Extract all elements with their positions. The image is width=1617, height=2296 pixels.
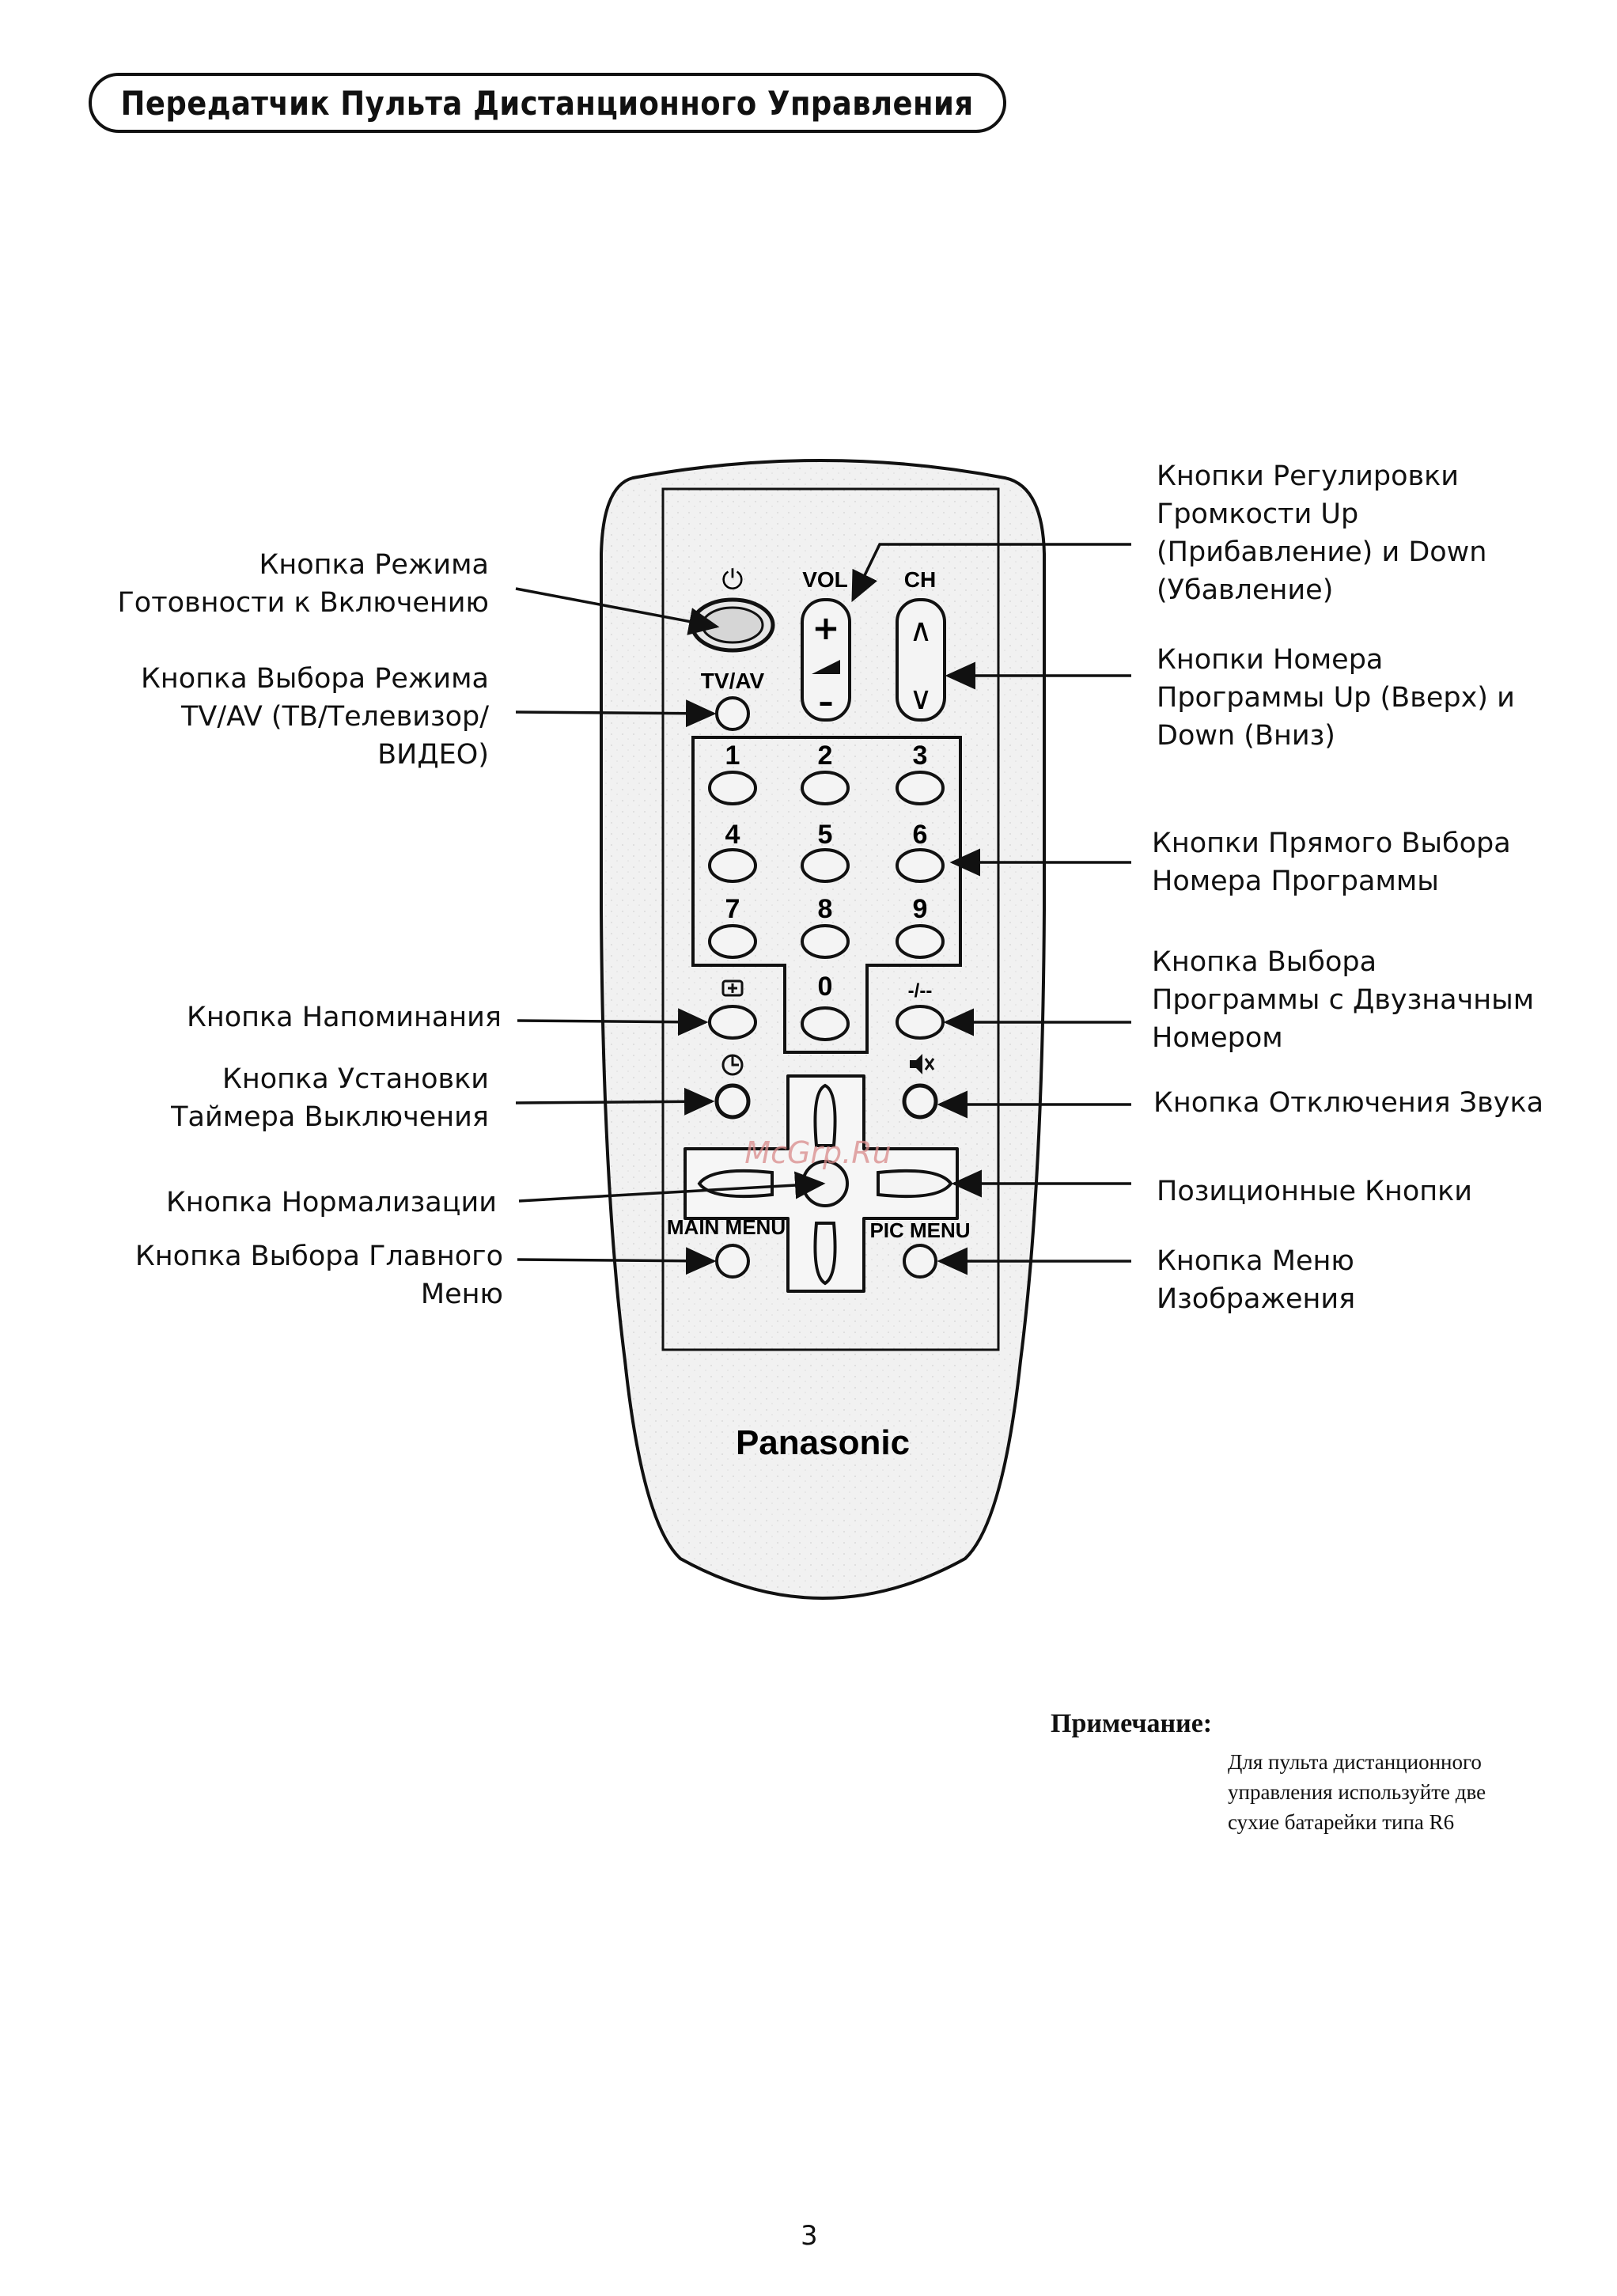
leader-tv-av (515, 699, 717, 728)
ch-up-icon: ∧ (909, 612, 932, 649)
digit-button-0[interactable] (801, 1006, 850, 1041)
two-digit-text: -/-- (908, 980, 933, 1002)
digit-label-1: 1 (725, 741, 740, 771)
label-pic-menu: Кнопка Меню Изображения (1157, 1245, 1356, 1315)
digit-label-5: 5 (818, 820, 833, 850)
page-number: 3 (801, 2220, 818, 2252)
nav-down-button[interactable] (813, 1222, 837, 1286)
digit-button-2[interactable] (801, 771, 850, 805)
leader-reminder (517, 1008, 709, 1036)
digit-button-3[interactable] (896, 771, 945, 805)
page-title-frame: Передатчик Пульта Дистанционного Управле… (89, 73, 1006, 133)
label-position: Позиционные Кнопки (1157, 1176, 1473, 1207)
digit-label-8: 8 (818, 894, 833, 924)
note-title: Примечание: (1051, 1709, 1213, 1738)
digit-button-8[interactable] (801, 924, 850, 959)
digit-label-3: 3 (913, 741, 928, 771)
volume-rocker[interactable] (801, 598, 851, 722)
mute-button[interactable] (902, 1083, 938, 1120)
number-pad-frame (691, 736, 962, 1054)
digit-label-9: 9 (913, 894, 928, 924)
label-main-menu: Кнопка Выбора Главного Меню (134, 1241, 503, 1310)
digit-button-1[interactable] (708, 771, 757, 805)
digit-label-7: 7 (725, 894, 740, 924)
remote-panel (661, 487, 1000, 1351)
digit-keys: 1 2 3 4 5 6 7 8 9 0 (708, 741, 945, 1041)
tv-av-text: TV/AV (701, 669, 765, 693)
tv-av-button[interactable] (715, 696, 750, 731)
pic-menu-button[interactable] (903, 1244, 937, 1279)
digit-button-4[interactable] (708, 848, 757, 883)
main-menu-text: MAIN MENU (667, 1215, 786, 1239)
power-symbol-icon: ⏻ (722, 564, 744, 596)
label-mute: Кнопка Отключения Звука (1153, 1087, 1544, 1119)
digit-label-6: 6 (913, 820, 928, 850)
reminder-button[interactable] (708, 1005, 757, 1040)
two-digit-button[interactable] (896, 1005, 945, 1040)
label-channel: Кнопки Номера Программы Up (Вверх) и Dow… (1157, 644, 1515, 752)
vol-label: VOL (802, 567, 848, 592)
watermark-text: McGrp.Ru (744, 1135, 891, 1170)
leader-main-menu (517, 1247, 717, 1275)
ch-label: CH (904, 567, 936, 592)
vol-minus-icon: – (819, 684, 834, 719)
leader-volume (851, 543, 1131, 603)
digit-button-5[interactable] (801, 848, 850, 883)
pic-menu-text: PIC MENU (869, 1218, 970, 1242)
digit-button-7[interactable] (708, 924, 757, 959)
label-off-timer: Кнопка Установки Таймера Выключения (171, 1063, 489, 1133)
note-text: Для пульта дистанционного управления исп… (1228, 1750, 1486, 1834)
volume-ramp-icon (812, 660, 840, 674)
main-menu-button[interactable] (715, 1244, 750, 1279)
leader-normalize (518, 1171, 826, 1203)
digit-button-9[interactable] (896, 924, 945, 959)
label-tv-av: Кнопка Выбора Режима TV/AV (ТВ/Телевизор… (141, 663, 489, 771)
nav-left-button[interactable] (697, 1169, 774, 1199)
digit-label-2: 2 (818, 741, 833, 771)
label-reminder: Кнопка Напоминания (187, 1002, 502, 1033)
label-two-digit: Кнопка Выбора Программы с Двузначным Ном… (1152, 946, 1535, 1054)
mute-icon (910, 1054, 922, 1074)
leader-off-timer (515, 1087, 715, 1116)
vol-plus-icon: + (812, 608, 839, 647)
nav-right-button[interactable] (877, 1169, 953, 1199)
nav-up-button[interactable] (813, 1083, 837, 1147)
reminder-icon (721, 979, 744, 997)
channel-rocker[interactable] (896, 598, 946, 722)
label-direct: Кнопки Прямого Выбора Номера Программы (1152, 828, 1511, 897)
digit-button-6[interactable] (896, 848, 945, 883)
leader-standby (515, 587, 720, 635)
label-volume: Кнопки Регулировки Громкости Up (Прибавл… (1157, 460, 1487, 606)
label-standby: Кнопка Режима Готовности к Включению (117, 549, 489, 619)
label-normalize: Кнопка Нормализации (165, 1187, 497, 1218)
page-title: Передатчик Пульта Дистанционного Управле… (120, 83, 975, 123)
brand-logo: Panasonic (736, 1423, 910, 1462)
digit-label-0: 0 (818, 972, 833, 1002)
ch-down-icon: ∨ (909, 680, 932, 717)
off-timer-button[interactable] (714, 1083, 751, 1120)
digit-label-4: 4 (725, 820, 740, 850)
